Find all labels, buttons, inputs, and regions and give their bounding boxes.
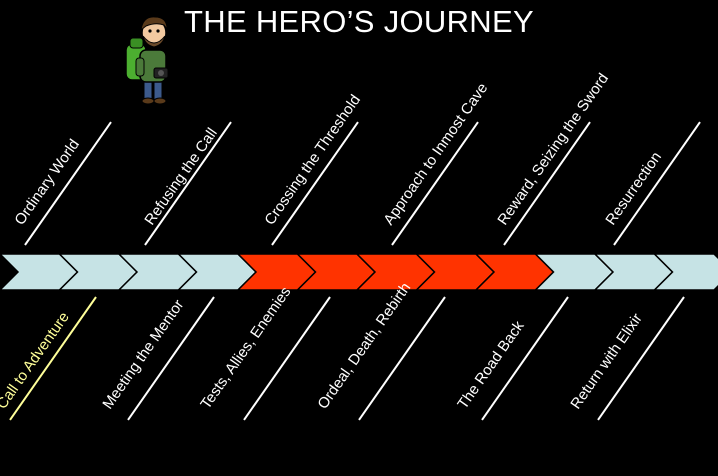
bottom-label-line [127, 296, 215, 421]
top-label-line [271, 121, 359, 246]
hiker-icon [125, 16, 169, 105]
bottom-label-5: The Road Back [454, 317, 528, 412]
bottom-label-lines [9, 296, 685, 421]
top-label-2: Refusing the Call [141, 125, 220, 228]
top-label-lines [24, 121, 701, 246]
bottom-label-line [597, 296, 685, 421]
diagram-title: THE HERO’S JOURNEY [184, 4, 534, 39]
bottom-label-line [9, 296, 97, 421]
top-label-line [144, 121, 232, 246]
top-label-line [503, 121, 591, 246]
bottom-label-line [481, 296, 569, 421]
bottom-label-1: Call to Adventure [0, 309, 73, 412]
top-label-3: Crossing the Threshold [261, 92, 364, 229]
chevron-timeline [0, 253, 718, 291]
top-label-line [613, 121, 701, 246]
top-label-line [24, 121, 112, 246]
chevron-12 [652, 253, 718, 291]
top-label-line [391, 121, 479, 246]
bottom-label-3: Tests, Allies, Enemies [197, 284, 294, 413]
bottom-label-line [243, 296, 331, 421]
top-label-5: Reward, Seizing the Sword [494, 70, 612, 228]
top-label-4: Approach to Inmost Cave [380, 80, 491, 228]
bottom-label-6: Return with Elixir [567, 310, 645, 412]
bottom-label-line [358, 296, 446, 421]
